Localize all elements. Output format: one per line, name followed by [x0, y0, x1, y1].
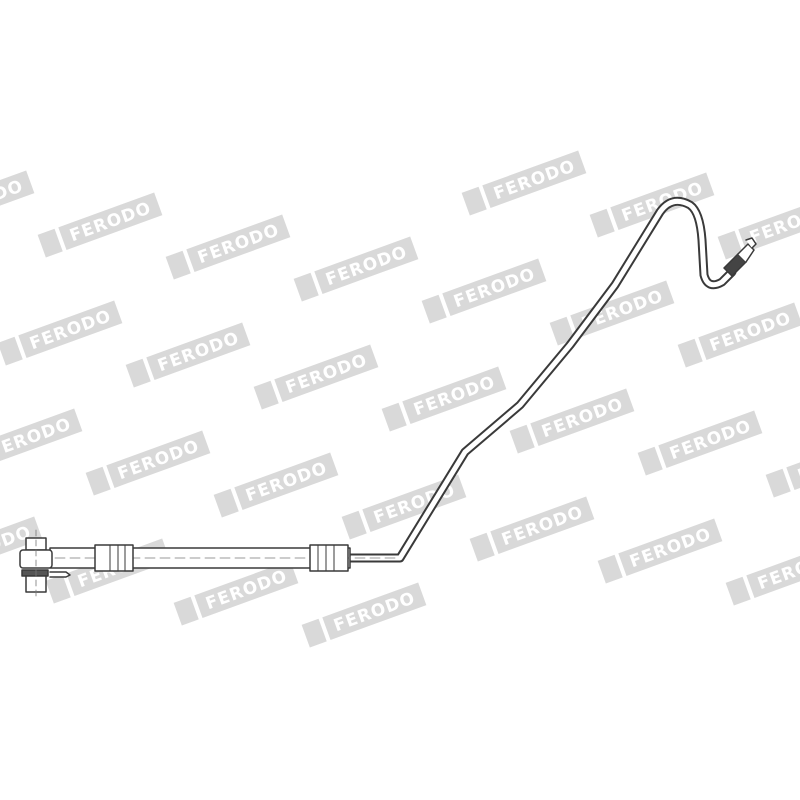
hose-crimp-right [309, 544, 349, 572]
banjo-fitting [19, 529, 71, 601]
ferodo-watermark: FERODO [469, 496, 595, 562]
hose-crimp-left [94, 544, 134, 572]
steel-pipe [335, 196, 737, 563]
tube-nut-fitting [723, 237, 757, 277]
